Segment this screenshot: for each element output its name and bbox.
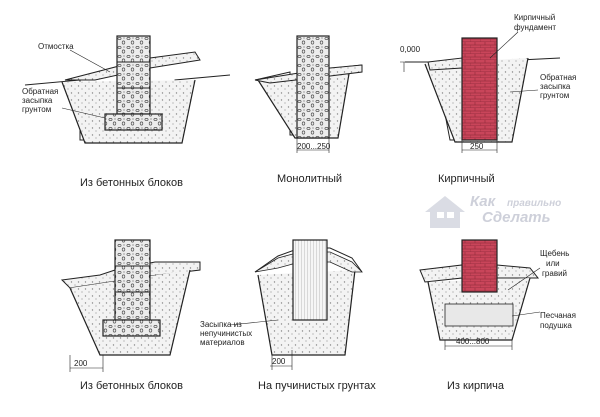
diagram-concrete-blocks-top: Отмостка Обратная засыпка грунтом Из бет… (22, 35, 231, 189)
label-blind-area: Отмостка (38, 42, 74, 51)
brick-wall-bottom (461, 239, 498, 293)
label-non-heaving-fill-l2: непучинистых (200, 329, 252, 338)
watermark: Как правильно Сделать (425, 193, 561, 228)
blind-area-3 (427, 57, 463, 71)
label-backfill-soil-1-l1: Обратная (22, 87, 58, 96)
dimension-blocks-bottom: 200 (74, 359, 88, 368)
label-backfill-soil-1: Обратная засыпка грунтом (22, 87, 61, 114)
label-non-heaving-fill-l3: материалов (200, 338, 245, 347)
diagram-heaving-soils: 200 Засыпка из непучинистых материалов Н… (200, 239, 376, 392)
label-non-heaving-fill-l1: Засыпка из (200, 320, 242, 329)
brick-wall-top (461, 37, 498, 141)
concrete-block-column-4 (114, 239, 151, 321)
diagram-monolithic: 200...250 Монолитный (254, 35, 363, 185)
watermark-line1: Как (470, 193, 497, 210)
label-backfill-soil-3: Обратная засыпка грунтом (540, 73, 579, 100)
monolithic-wall (296, 35, 330, 139)
heaving-foundation-wall (292, 239, 328, 321)
label-brick-foundation: Кирпичный фундамент (514, 13, 557, 32)
label-gravel-l2: или (546, 259, 560, 268)
diagram-from-brick: 400...800 Щебень или гравий Песчаная под… (419, 239, 578, 392)
concrete-block-column-1 (116, 35, 151, 115)
caption-4: Из бетонных блоков (80, 380, 183, 392)
dimension-heaving: 200 (272, 357, 286, 366)
label-backfill-soil-3-l3: грунтом (540, 91, 569, 100)
label-backfill-soil-3-l1: Обратная (540, 73, 576, 82)
dimension-from-brick: 400...800 (456, 337, 490, 346)
diagram-concrete-blocks-bottom: 200 Из бетонных блоков (60, 239, 201, 392)
label-backfill-soil-1-l3: грунтом (22, 105, 51, 114)
label-sand-cushion-l1: Песчаная (540, 311, 576, 320)
caption-5: На пучинистых грунтах (258, 380, 376, 392)
concrete-block-footing-1 (104, 113, 163, 131)
watermark-line2: правильно (507, 198, 561, 209)
dimension-monolithic: 200...250 (297, 142, 331, 151)
watermark-line3: Сделать (482, 209, 551, 226)
blind-area-6b (496, 264, 540, 279)
level-mark: 0,000 (400, 45, 421, 54)
blind-area-6 (419, 264, 463, 283)
sand-cushion (444, 303, 514, 327)
dimension-brick: 250 (470, 142, 484, 151)
label-gravel-l1: Щебень (540, 249, 569, 258)
label-sand-cushion-l2: подушка (540, 321, 572, 330)
concrete-block-footing-4 (102, 319, 161, 337)
label-gravel-l3: гравий (542, 269, 567, 278)
caption-2: Монолитный (277, 173, 342, 185)
label-sand-cushion: Песчаная подушка (540, 311, 578, 330)
watermark-house-icon (425, 196, 465, 228)
label-backfill-soil-1-l2: засыпка (22, 96, 53, 105)
caption-3: Кирпичный (438, 173, 495, 185)
diagram-brick: 0,000 250 Кирпичный фундамент Обратная з… (400, 13, 579, 185)
caption-1: Из бетонных блоков (80, 177, 183, 189)
caption-6: Из кирпича (447, 380, 505, 392)
label-backfill-soil-3-l2: засыпка (540, 82, 571, 91)
label-gravel: Щебень или гравий (540, 249, 572, 278)
label-brick-foundation-l2: фундамент (514, 23, 556, 32)
label-brick-foundation-l1: Кирпичный (514, 13, 555, 22)
label-non-heaving-fill: Засыпка из непучинистых материалов (200, 320, 254, 347)
